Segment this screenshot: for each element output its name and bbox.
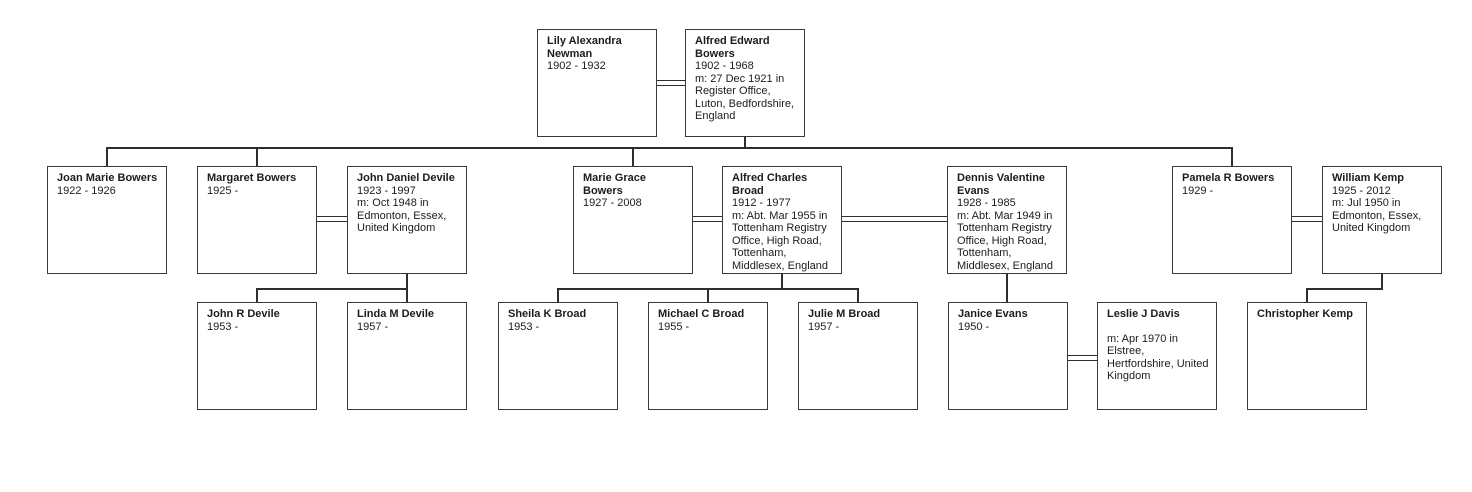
person-marriage-info: m: 27 Dec 1921 in Register Office, Luton…	[695, 72, 795, 123]
person-box-michael-c-broad[interactable]: Michael C Broad 1955 -	[648, 302, 768, 410]
connector-evans-parent-drop	[1006, 273, 1008, 303]
marriage-line-lily-alfred	[656, 80, 686, 86]
person-name: Sheila K Broad	[508, 308, 587, 320]
person-name: John Daniel Devile	[357, 172, 455, 184]
person-box-alfred-edward-bowers[interactable]: Alfred Edward Bowers 1902 - 1968 m: 27 D…	[685, 29, 805, 137]
person-dates: 1902 - 1968	[695, 60, 754, 72]
person-name: Alfred Charles Broad	[732, 172, 808, 197]
person-dates: 1922 - 1926	[57, 184, 116, 197]
marriage-line-marie-alfred	[692, 216, 723, 222]
connector-broad-parent-drop	[781, 273, 783, 290]
connector-stub-michael	[707, 288, 709, 303]
person-box-sheila-k-broad[interactable]: Sheila K Broad 1953 -	[498, 302, 618, 410]
person-box-dennis-valentine-evans[interactable]: Dennis Valentine Evans 1928 - 1985 m: Ab…	[947, 166, 1067, 274]
person-name: Dennis Valentine Evans	[957, 172, 1046, 197]
person-name: Alfred Edward Bowers	[695, 35, 770, 60]
person-marriage-info: m: Apr 1970 in Elstree, Hertfordshire, U…	[1107, 332, 1209, 383]
person-name: Leslie J Davis	[1107, 308, 1180, 320]
person-name: Christopher Kemp	[1257, 308, 1353, 320]
person-box-leslie-j-davis[interactable]: Leslie J Davis m: Apr 1970 in Elstree, H…	[1097, 302, 1217, 410]
person-name: Linda M Devile	[357, 308, 435, 320]
person-box-alfred-charles-broad[interactable]: Alfred Charles Broad 1912 - 1977 m: Abt.…	[722, 166, 842, 274]
person-box-marie-grace-bowers[interactable]: Marie Grace Bowers 1927 - 2008	[573, 166, 693, 274]
person-marriage-info: m: Oct 1948 in Edmonton, Essex, United K…	[357, 197, 447, 234]
connector-bowers-sibling-bar	[106, 147, 1233, 149]
connector-stub-pamela	[1231, 147, 1233, 167]
person-dates: 1929 -	[1182, 184, 1214, 197]
marriage-line-janice-leslie	[1067, 355, 1098, 361]
person-box-margaret-bowers[interactable]: Margaret Bowers 1925 -	[197, 166, 317, 274]
connector-stub-john-r	[256, 288, 258, 303]
person-marriage-info: m: Jul 1950 in Edmonton, Essex, United K…	[1332, 197, 1422, 234]
person-name: Marie Grace Bowers	[583, 172, 646, 197]
person-box-john-r-devile[interactable]: John R Devile 1953 -	[197, 302, 317, 410]
connector-kemp-parent-drop	[1381, 273, 1383, 290]
person-dates: 1925 - 2012	[1332, 184, 1391, 197]
person-name: Pamela R Bowers	[1182, 172, 1275, 184]
connector-stub-christopher	[1306, 288, 1308, 303]
person-name: Janice Evans	[958, 308, 1028, 320]
person-box-lily-alexandra-newman[interactable]: Lily Alexandra Newman 1902 - 1932	[537, 29, 657, 137]
person-dates	[1257, 321, 1362, 333]
person-dates: 1950 -	[958, 320, 990, 333]
person-name: William Kemp	[1332, 172, 1405, 184]
connector-stub-marie	[632, 147, 634, 167]
person-box-john-daniel-devile[interactable]: John Daniel Devile 1923 - 1997 m: Oct 19…	[347, 166, 467, 274]
person-box-christopher-kemp[interactable]: Christopher Kemp	[1247, 302, 1367, 410]
person-dates: 1957 -	[357, 320, 389, 333]
person-box-linda-m-devile[interactable]: Linda M Devile 1957 -	[347, 302, 467, 410]
person-name: Joan Marie Bowers	[57, 172, 158, 184]
person-dates: 1927 - 2008	[583, 197, 642, 209]
person-dates: 1955 -	[658, 320, 690, 333]
person-box-joan-marie-bowers[interactable]: Joan Marie Bowers 1922 - 1926	[47, 166, 167, 274]
person-name: Michael C Broad	[658, 308, 745, 320]
person-dates: 1957 -	[808, 320, 840, 333]
person-marriage-info: m: Abt. Mar 1955 in Tottenham Registry O…	[732, 209, 829, 272]
person-box-julie-m-broad[interactable]: Julie M Broad 1957 -	[798, 302, 918, 410]
connector-stub-joan	[106, 147, 108, 167]
person-box-william-kemp[interactable]: William Kemp 1925 - 2012 m: Jul 1950 in …	[1322, 166, 1442, 274]
connector-devile-sibling-bar	[256, 288, 408, 290]
marriage-line-margaret-john	[316, 216, 348, 222]
person-dates: 1912 - 1977	[732, 197, 791, 209]
person-name: Margaret Bowers	[207, 172, 297, 184]
person-dates: 1953 -	[207, 320, 239, 333]
person-dates: 1925 -	[207, 184, 239, 197]
person-dates	[1107, 321, 1212, 333]
connector-bowers-parent-drop	[744, 136, 746, 149]
person-name: John R Devile	[207, 308, 280, 320]
person-box-janice-evans[interactable]: Janice Evans 1950 -	[948, 302, 1068, 410]
person-dates: 1953 -	[508, 320, 540, 333]
person-dates: 1928 - 1985	[957, 197, 1016, 209]
connector-kemp-sibling-bar	[1306, 288, 1383, 290]
connector-stub-julie	[857, 288, 859, 303]
person-dates: 1923 - 1997	[357, 184, 416, 197]
person-marriage-info: m: Abt. Mar 1949 in Tottenham Registry O…	[957, 209, 1054, 272]
connector-stub-sheila	[557, 288, 559, 303]
marriage-line-marie-dennis	[841, 216, 948, 222]
connector-stub-margaret	[256, 147, 258, 167]
person-box-pamela-r-bowers[interactable]: Pamela R Bowers 1929 -	[1172, 166, 1292, 274]
marriage-line-pamela-william	[1291, 216, 1323, 222]
person-name: Lily Alexandra Newman	[547, 35, 622, 60]
person-dates: 1902 - 1932	[547, 60, 606, 72]
person-name: Julie M Broad	[808, 308, 881, 320]
